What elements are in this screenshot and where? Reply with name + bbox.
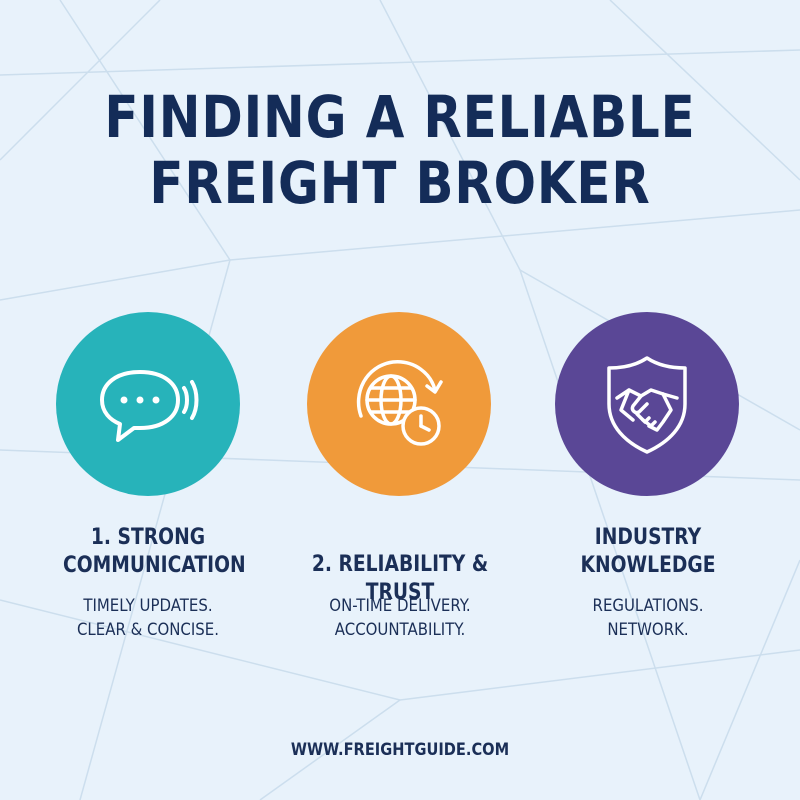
item-2-description-line-1: ON-TIME DELIVERY. [329, 596, 471, 616]
speech-bubble-icon [100, 370, 199, 442]
item-2-description: ON-TIME DELIVERY. ACCOUNTABILITY. [294, 594, 505, 642]
item-1-description-line-2: CLEAR & CONCISE. [76, 620, 220, 640]
item-1-heading: 1. STRONG COMMUNICATION [63, 524, 246, 580]
item-1-heading-line-1: 1. STRONG [90, 525, 206, 550]
communication-circle [56, 312, 240, 496]
item-3-heading-line-2: KNOWLEDGE [580, 553, 716, 578]
item-3-description: REGULATIONS. NETWORK. [560, 594, 736, 642]
item-3-description-line-2: NETWORK. [607, 620, 689, 640]
item-3-description-line-1: REGULATIONS. [592, 596, 704, 616]
item-2-description-line-2: ACCOUNTABILITY. [334, 620, 466, 640]
item-1-heading-line-2: COMMUNICATION [63, 553, 246, 578]
item-3-heading: INDUSTRY KNOWLEDGE [563, 524, 733, 580]
item-1-description-line-1: TIMELY UPDATES. [83, 596, 213, 616]
title-line-2: FREIGHT BROKER [149, 149, 651, 217]
page-title: FINDING A RELIABLE FREIGHT BROKER [56, 84, 744, 216]
item-1-description: TIMELY UPDATES. CLEAR & CONCISE. [60, 594, 236, 642]
item-3-heading-line-1: INDUSTRY [594, 525, 702, 550]
handshake-shield-icon [607, 356, 687, 454]
title-line-1: FINDING A RELIABLE [104, 83, 696, 151]
globe-clock-icon [356, 360, 443, 446]
knowledge-circle [555, 312, 739, 496]
item-2-heading: 2. RELIABILITY & TRUST [277, 551, 524, 607]
website-url[interactable]: WWW.FREIGHTGUIDE.COM [290, 740, 510, 760]
reliability-circle [307, 312, 491, 496]
item-2-heading-line-1: 2. RELIABILITY & TRUST [311, 552, 489, 605]
